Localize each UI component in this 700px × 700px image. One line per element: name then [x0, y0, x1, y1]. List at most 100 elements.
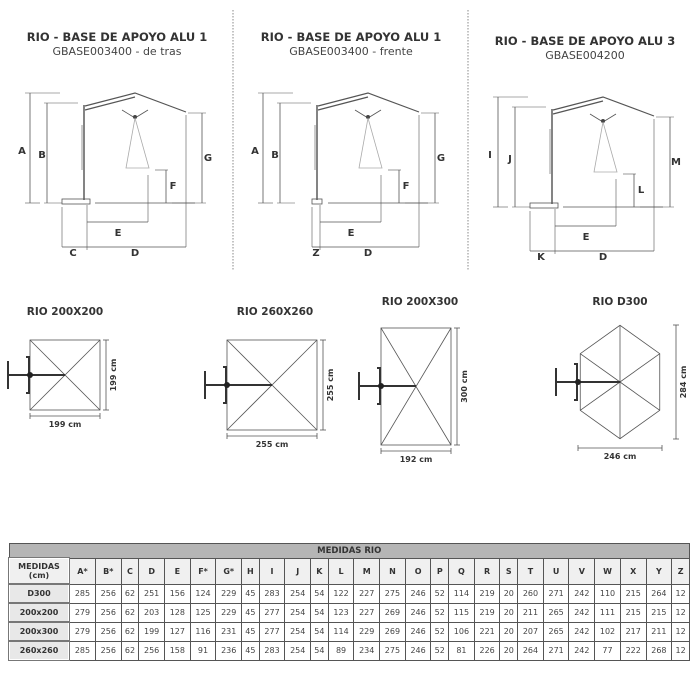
table-cell: 242: [568, 640, 596, 661]
width-label: 246 cm: [604, 452, 637, 461]
height-label: 199 cm: [109, 359, 118, 392]
table-cell: 52: [430, 583, 450, 604]
table-cell: 211: [517, 602, 544, 623]
side-view-3-title: RIO - BASE DE APOYO ALU 3: [494, 34, 676, 48]
top-view-1-title: RIO 200X200: [26, 306, 104, 318]
table-title: MEDIDAS RIO: [8, 543, 690, 559]
column-header: Y: [645, 557, 673, 585]
table-cell: 52: [430, 602, 450, 623]
height-label: 255 cm: [326, 369, 335, 402]
table-cell: 283: [258, 640, 286, 661]
column-header: L: [327, 557, 355, 585]
column-header: C: [120, 557, 140, 585]
table-cell: 234: [353, 640, 381, 661]
table-cell: 62: [120, 621, 140, 642]
table-cell: 254: [284, 583, 312, 604]
column-header: D: [138, 557, 165, 585]
table-cell: 215: [619, 602, 647, 623]
corner-header: MEDIDAS (cm): [8, 557, 70, 585]
table-cell: 62: [120, 640, 140, 661]
table-cell: 256: [138, 640, 165, 661]
table-cell: 106: [448, 621, 475, 642]
table-cell: 264: [645, 583, 673, 604]
table-cell: 215: [645, 602, 673, 623]
table-cell: 114: [448, 583, 475, 604]
table-cell: 114: [327, 621, 355, 642]
table-cell: 20: [499, 640, 519, 661]
pole-joint: [575, 379, 581, 385]
table-cell: 242: [568, 602, 596, 623]
hub: [601, 119, 605, 123]
hub: [366, 115, 370, 119]
table-cell: 246: [404, 640, 432, 661]
side-view-2-title: RIO - BASE DE APOYO ALU 1: [260, 30, 442, 44]
width-label: 255 cm: [256, 440, 289, 449]
table-cell: 227: [353, 602, 381, 623]
column-header: P: [430, 557, 450, 585]
table-cell: 211: [645, 621, 673, 642]
label-canopy-height: M: [671, 157, 681, 168]
table-cell: 52: [430, 621, 450, 642]
table-cell: 246: [404, 602, 432, 623]
column-header: E: [163, 557, 191, 585]
column-header: J: [284, 557, 312, 585]
label-total: D: [364, 248, 372, 259]
folded-canopy: [593, 121, 618, 173]
canopy-rib: [619, 381, 660, 411]
table-cell: 236: [215, 640, 243, 661]
column-header: B*: [94, 557, 122, 585]
label-canopy-height: G: [437, 153, 445, 164]
label-reach: E: [115, 228, 122, 239]
table-cell: 231: [215, 621, 243, 642]
label-outer-height: I: [488, 150, 492, 161]
table-cell: 229: [215, 602, 243, 623]
base: [529, 202, 559, 209]
row-header: 200x300: [8, 621, 70, 642]
canopy-rib: [619, 353, 660, 383]
table-cell: 45: [241, 602, 260, 623]
label-drop: F: [403, 181, 410, 192]
table-cell: 12: [671, 583, 690, 604]
table-cell: 254: [284, 621, 312, 642]
width-label: 199 cm: [49, 420, 82, 429]
column-header: O: [404, 557, 432, 585]
column-header: A*: [68, 557, 96, 585]
table-cell: 207: [517, 621, 544, 642]
column-header: N: [379, 557, 406, 585]
table-cell: 20: [499, 621, 519, 642]
label-drop: L: [638, 185, 645, 196]
side-view-1-subtitle: GBASE003400 - de tras: [52, 45, 182, 58]
table-cell: 116: [189, 621, 217, 642]
row-header: 260x260: [8, 640, 70, 661]
table-cell: 81: [448, 640, 475, 661]
label-inner-height: B: [271, 150, 279, 161]
table-cell: 279: [68, 602, 96, 623]
table-cell: 226: [473, 640, 501, 661]
table-cell: 269: [379, 602, 406, 623]
table-cell: 156: [163, 583, 191, 604]
table-cell: 127: [163, 621, 191, 642]
label-base: Z: [312, 248, 319, 259]
table-cell: 54: [310, 583, 329, 604]
column-header: K: [310, 557, 329, 585]
label-canopy-height: G: [204, 153, 212, 164]
table-cell: 20: [499, 583, 519, 604]
table-cell: 199: [138, 621, 165, 642]
table-cell: 275: [379, 583, 406, 604]
table-cell: 264: [517, 640, 544, 661]
base: [61, 198, 91, 205]
mast-marker: [7, 356, 65, 394]
table-cell: 229: [215, 583, 243, 604]
table-cell: 77: [594, 640, 621, 661]
column-header: X: [619, 557, 647, 585]
top-view-4-title: RIO D300: [592, 296, 648, 308]
table-cell: 54: [310, 640, 329, 661]
side-view-1-title: RIO - BASE DE APOYO ALU 1: [26, 30, 208, 44]
